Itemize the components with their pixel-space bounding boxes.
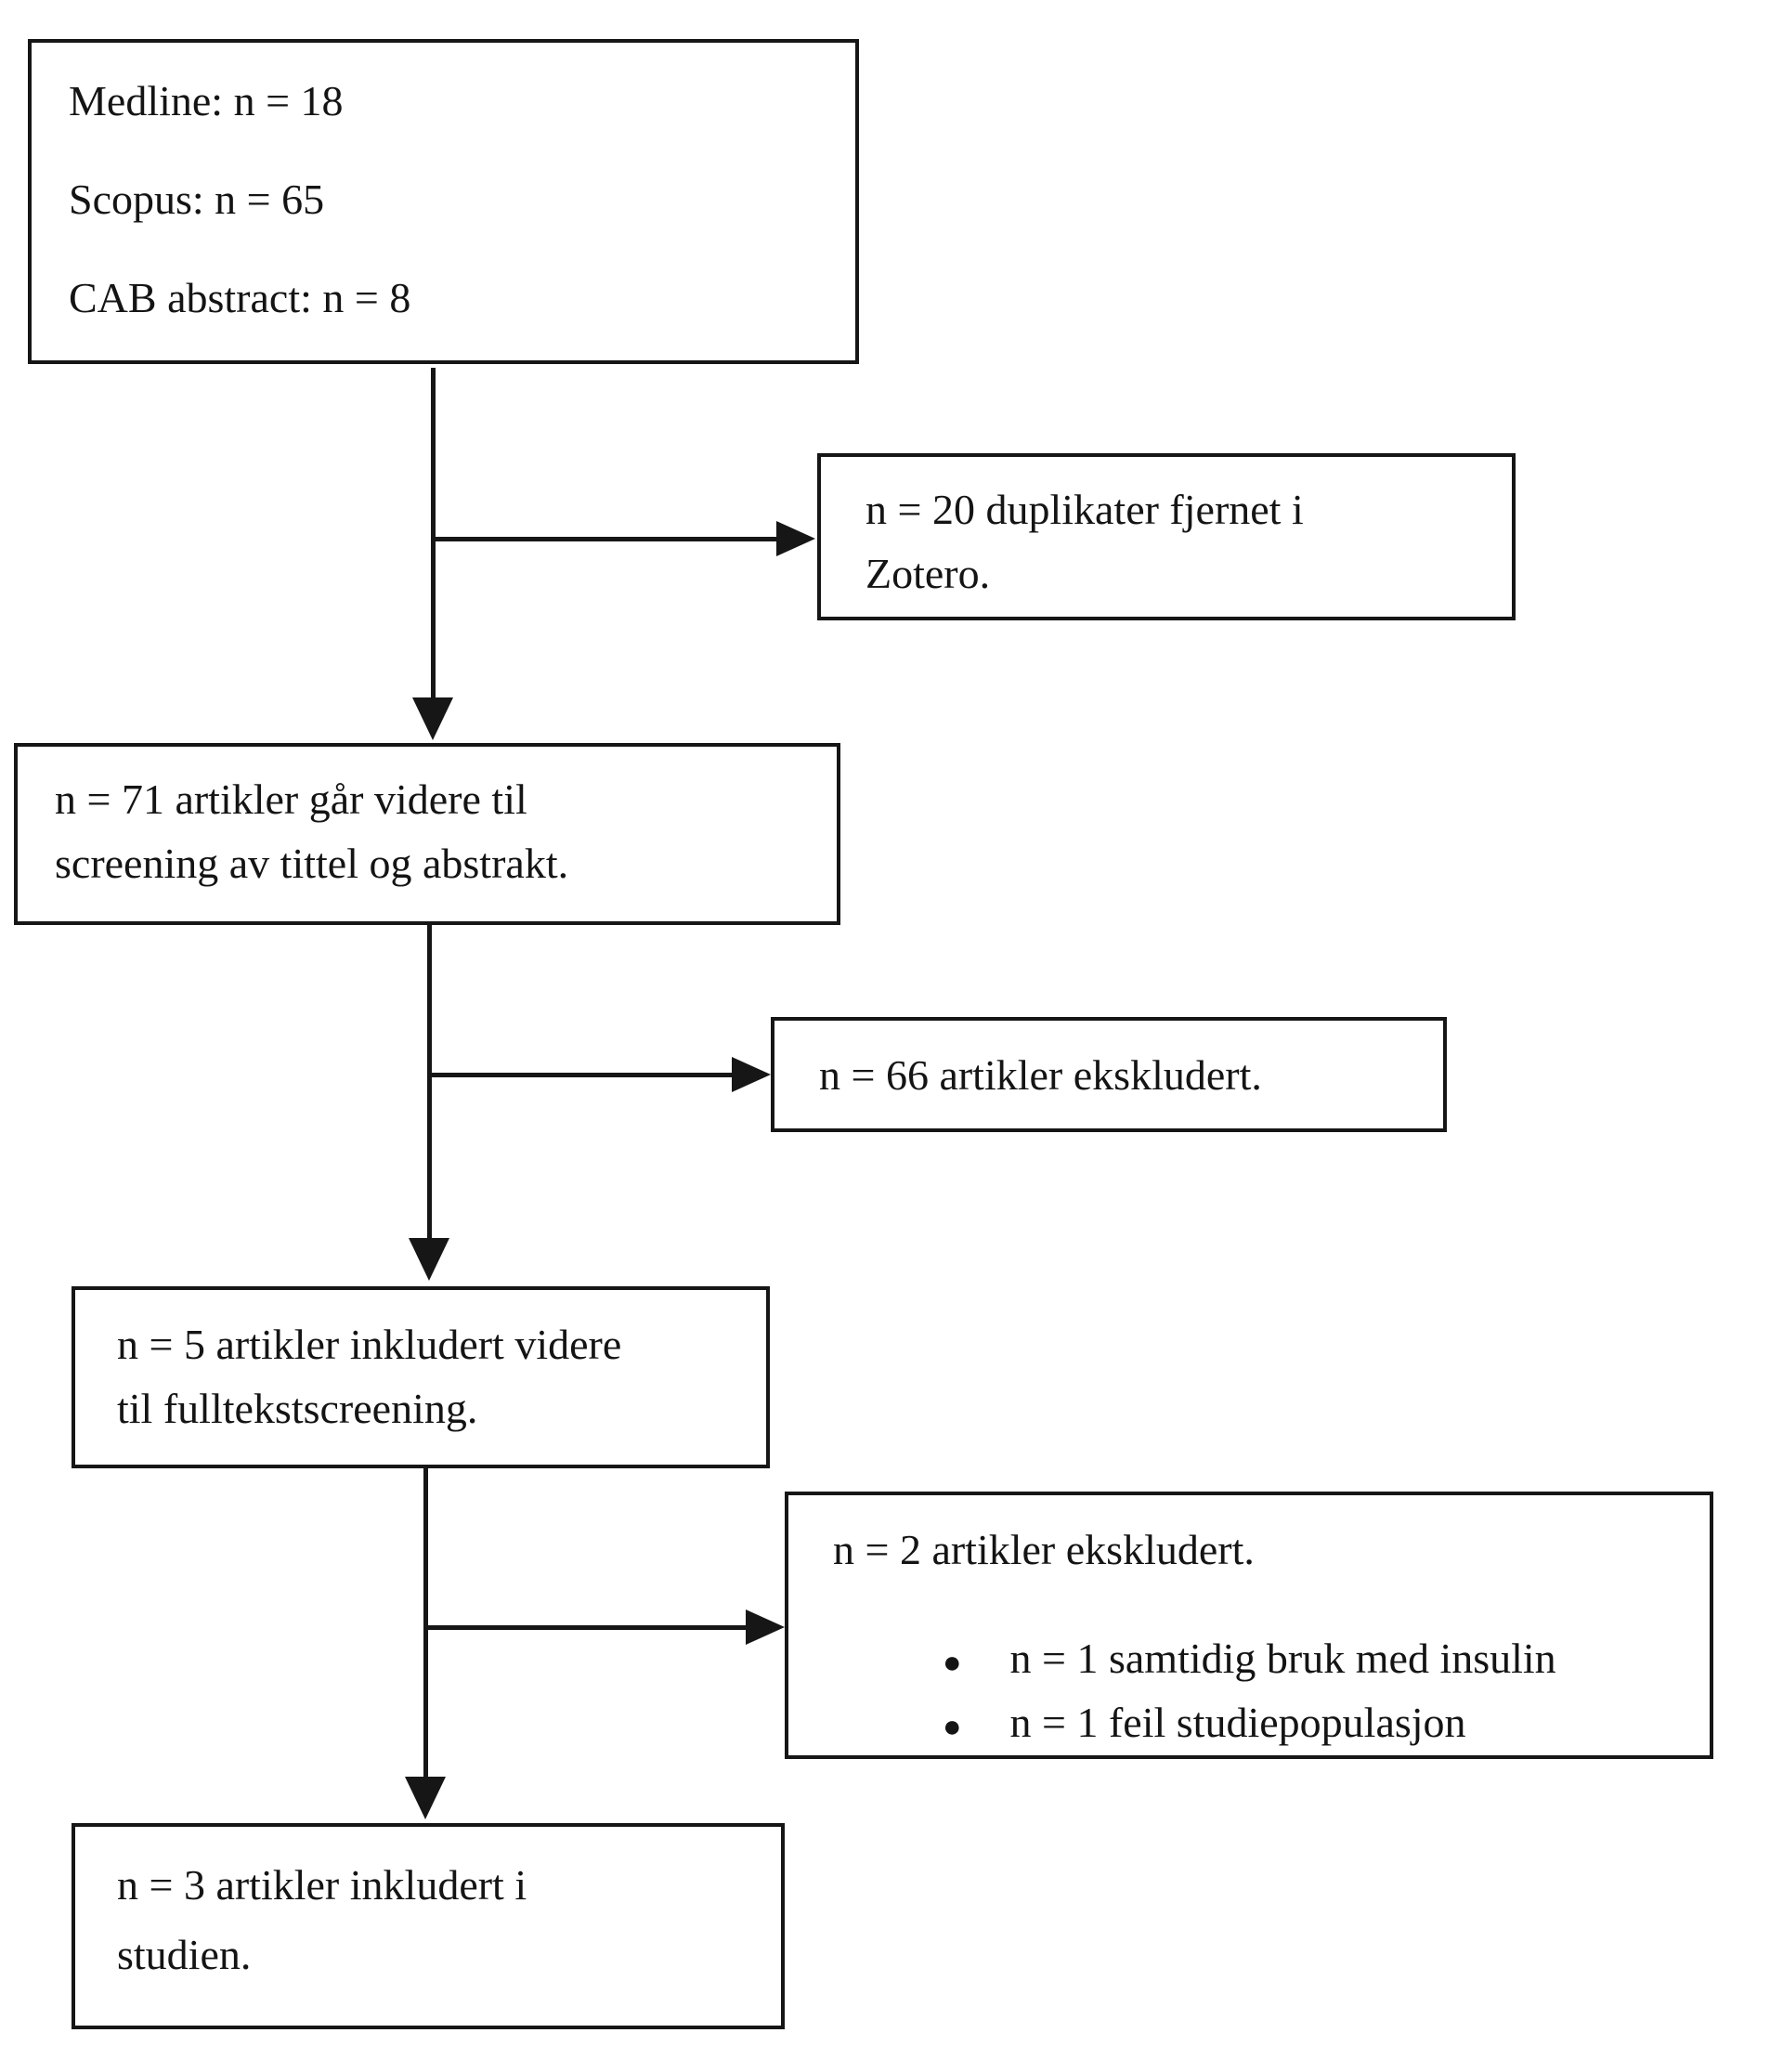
box-database-sources: Medline: n = 18 Scopus: n = 65 CAB abstr…: [28, 39, 859, 364]
arrowhead-right-to-excluded-screening-box: [732, 1057, 771, 1092]
connector-line-branch-to-excluded-screening: [429, 1073, 732, 1077]
excluded-fulltext-title: n = 2 artikler ekskludert.: [833, 1526, 1255, 1573]
screening-line1: n = 71 artikler går videre til: [55, 775, 527, 823]
exclusion-reason-item: ● n = 1 samtidig bruk med insulin: [833, 1626, 1700, 1690]
duplicates-removed-line2: Zotero.: [865, 550, 991, 597]
exclusion-reasons-list: ● n = 1 samtidig bruk med insulin ● n = …: [833, 1626, 1700, 1754]
connector-line-fulltext-to-included: [423, 1468, 428, 1777]
bullet-icon: ●: [943, 1710, 962, 1744]
excluded-screening-count: n = 66 artikler ekskludert.: [819, 1050, 1262, 1099]
included-line1: n = 3 artikler inkludert i: [117, 1861, 527, 1909]
arrowhead-right-to-excluded-fulltext-box: [746, 1609, 785, 1645]
box-included-in-study: n = 3 artikler inkludert i studien.: [72, 1823, 785, 2029]
fulltext-line1: n = 5 artikler inkludert videre: [117, 1321, 622, 1368]
exclusion-reason-item: ● n = 1 feil studiepopulasjon: [833, 1690, 1700, 1754]
box-excluded-after-screening: n = 66 artikler ekskludert.: [771, 1017, 1447, 1132]
fulltext-line2: til fulltekstscreening.: [117, 1385, 478, 1432]
bullet-icon: ●: [943, 1646, 962, 1680]
exclusion-reason-population: n = 1 feil studiepopulasjon: [1009, 1699, 1466, 1746]
source-medline-count: Medline: n = 18: [69, 77, 344, 124]
arrowhead-right-to-duplicates-box: [776, 521, 815, 556]
exclusion-reason-insulin: n = 1 samtidig bruk med insulin: [1009, 1635, 1556, 1682]
connector-line-screening-to-fulltext: [427, 925, 432, 1238]
included-line2: studien.: [117, 1931, 252, 1978]
connector-line-branch-to-excluded-fulltext: [425, 1625, 746, 1630]
arrowhead-down-to-screening-box: [412, 697, 453, 740]
box-excluded-after-fulltext: n = 2 artikler ekskludert. ● n = 1 samti…: [785, 1492, 1713, 1759]
arrowhead-down-to-included-box: [405, 1777, 446, 1819]
arrowhead-down-to-fulltext-box: [409, 1238, 449, 1281]
duplicates-removed-line1: n = 20 duplikater fjernet i: [865, 486, 1304, 533]
box-duplicates-removed: n = 20 duplikater fjernet i Zotero.: [817, 453, 1516, 620]
box-title-abstract-screening: n = 71 artikler går videre til screening…: [14, 743, 840, 925]
connector-line-sources-to-screening: [431, 368, 436, 697]
source-scopus-count: Scopus: n = 65: [69, 176, 325, 223]
source-cab-abstract-count: CAB abstract: n = 8: [69, 274, 411, 321]
screening-line2: screening av tittel og abstrakt.: [55, 840, 569, 887]
box-fulltext-screening: n = 5 artikler inkludert videre til full…: [72, 1286, 770, 1468]
connector-line-branch-to-duplicates: [433, 537, 776, 541]
